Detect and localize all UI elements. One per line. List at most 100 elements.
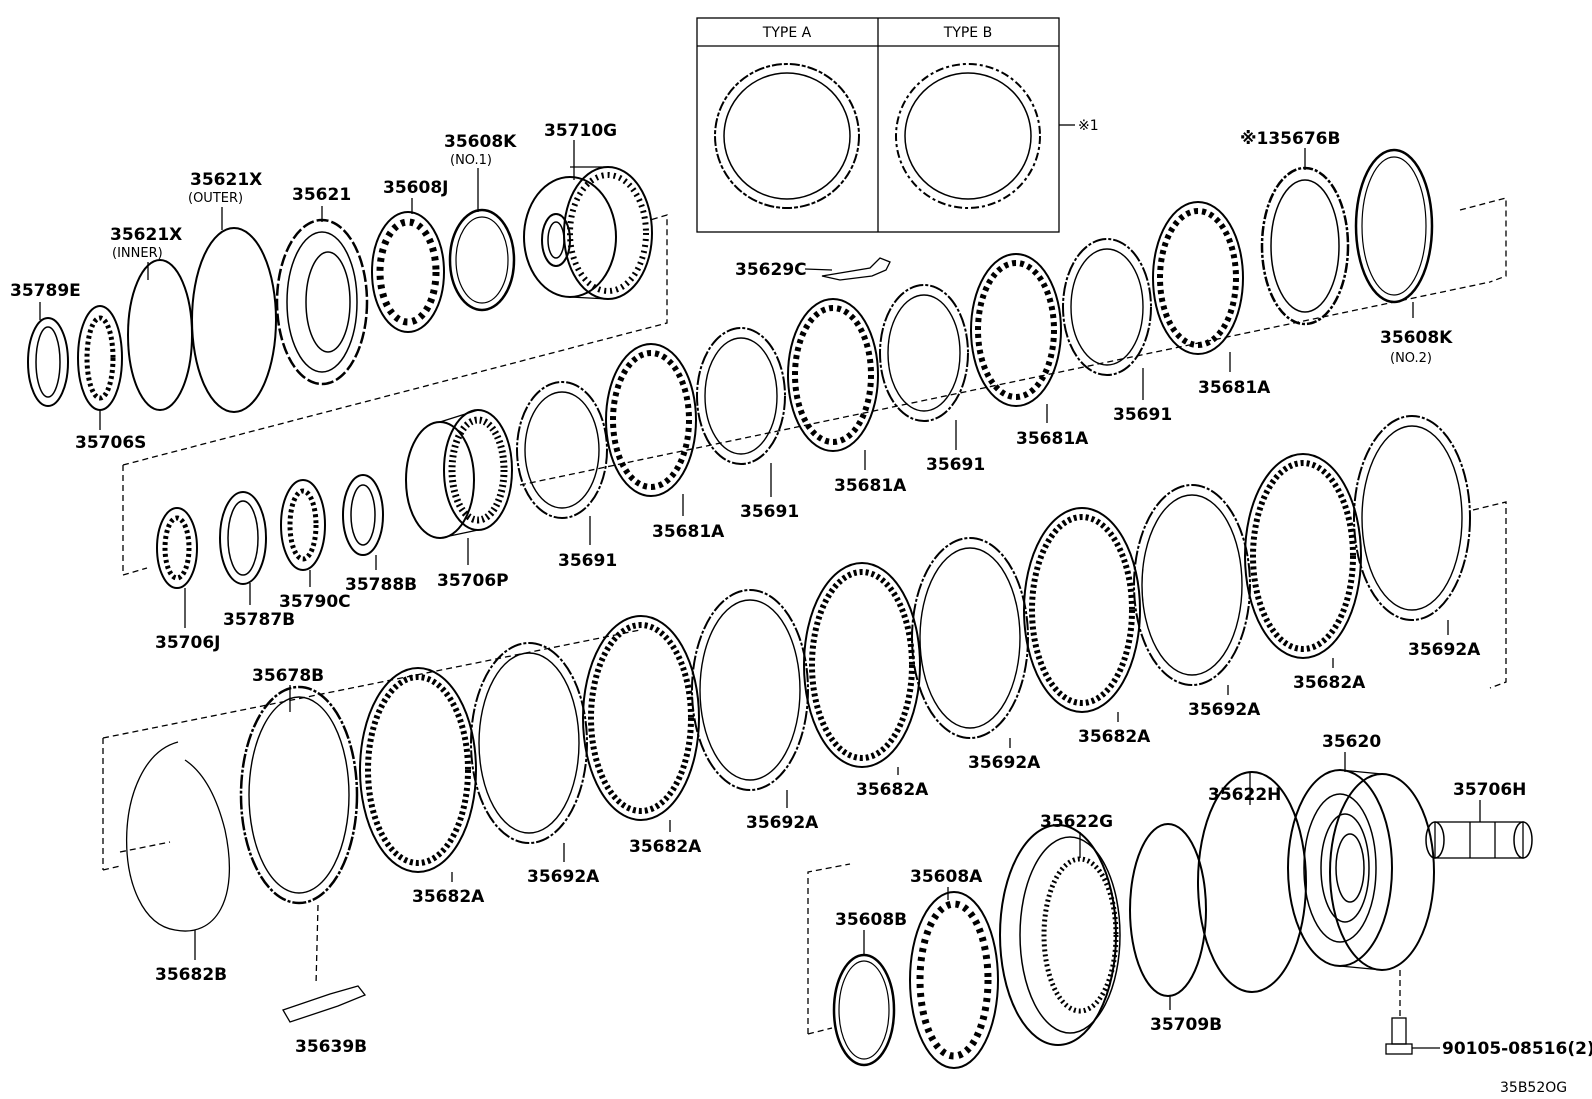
label-35681A-2: 35681A (1016, 429, 1089, 449)
bottom-right-parts (832, 769, 1533, 1069)
part-35790C (280, 479, 326, 571)
type-a-label: TYPE A (762, 25, 812, 41)
part-35620 (1287, 769, 1435, 971)
part-35608J (371, 211, 445, 333)
row-2-parts (156, 201, 1244, 589)
label-35621X-inner-sub: (INNER) (112, 246, 163, 261)
part-35706P (405, 409, 513, 539)
label-35706H: 35706H (1453, 780, 1526, 800)
row-3-parts (119, 415, 1471, 1023)
part-35682A-e (1244, 453, 1362, 659)
part-35691-a (516, 381, 608, 519)
label-35608K-no2: 35608K (1380, 328, 1453, 348)
label-35608A: 35608A (910, 867, 983, 887)
part-35681A-a (605, 343, 697, 497)
part-35682A-a (359, 667, 477, 873)
label-35681A-1: 35681A (1198, 378, 1271, 398)
part-35608K-no2 (1354, 148, 1434, 304)
label-35678B: 35678B (252, 666, 324, 686)
part-35608K-no1 (448, 208, 516, 312)
assembly-guides (102, 197, 1507, 1035)
part-35706H (1425, 821, 1533, 859)
label-35692A-3: 35692A (968, 753, 1041, 773)
leader-lines (39, 140, 1481, 1010)
label-35608K-no2-sub: (NO.2) (1390, 351, 1432, 366)
label-35691-4: 35691 (558, 551, 617, 571)
figure-code: 35B52OG (1500, 1080, 1567, 1096)
part-35692A-c (911, 537, 1029, 739)
label-35692A-4: 35692A (1188, 700, 1261, 720)
label-35691-1: 35691 (1113, 405, 1172, 425)
part-35691-d (1062, 238, 1152, 376)
part-35692A-e (1353, 415, 1471, 621)
part-35692A-d (1133, 484, 1251, 686)
part-35788B (342, 474, 384, 556)
label-35682A-4: 35682A (1078, 727, 1151, 747)
part-90105-bolt (1385, 970, 1440, 1055)
label-35788B: 35788B (345, 575, 417, 595)
label-35622G: 35622G (1040, 812, 1113, 832)
type-b-ring-inner (904, 72, 1032, 200)
type-b-label: TYPE B (943, 25, 992, 41)
label-35620: 35620 (1322, 732, 1381, 752)
label-35608K-no1-sub: (NO.1) (450, 153, 492, 168)
label-35629C: 35629C (735, 260, 807, 280)
part-35629C (821, 257, 891, 281)
label-35691-3: 35691 (740, 502, 799, 522)
label-35787B: 35787B (223, 610, 295, 630)
part-35621 (275, 218, 369, 386)
part-35789E (27, 317, 69, 407)
label-35692A-1: 35692A (527, 867, 600, 887)
part-35608A (909, 891, 999, 1069)
label-35706S: 35706S (75, 433, 146, 453)
part-35692A-a (470, 642, 588, 844)
part-35709B (1129, 823, 1207, 997)
label-35682A-1: 35682A (412, 887, 485, 907)
part-35681A-d (1152, 201, 1244, 355)
part-35691-b (696, 327, 786, 465)
part-35676B (1260, 166, 1350, 326)
part-35681A-c (970, 253, 1062, 407)
label-35621X-inner: 35621X (110, 225, 182, 245)
label-35789E: 35789E (10, 281, 81, 301)
part-35691-c (879, 284, 969, 422)
label-35621X-outer: 35621X (190, 170, 262, 190)
part-35692A-b (691, 589, 809, 791)
label-35608J: 35608J (383, 178, 448, 198)
part-35678B (239, 685, 359, 905)
label-35709B: 35709B (1150, 1015, 1222, 1035)
label-35639B: 35639B (295, 1037, 367, 1057)
part-35621X-outer (191, 227, 277, 413)
part-35710G (523, 166, 653, 300)
label-35682B: 35682B (155, 965, 227, 985)
label-35608K-no1: 35608K (444, 132, 517, 152)
label-35681A-4: 35681A (652, 522, 725, 542)
label-35676B: ※135676B (1240, 129, 1340, 149)
type-a-ring (714, 63, 860, 209)
part-35682B (125, 741, 230, 932)
label-35706J: 35706J (155, 633, 220, 653)
label-35691-2: 35691 (926, 455, 985, 475)
part-labels: 35789E 35706S 35621X (INNER) 35621X (OUT… (10, 121, 1592, 1096)
part-35682A-c (803, 562, 921, 768)
label-35682A-3: 35682A (856, 780, 929, 800)
label-35682A-2: 35682A (629, 837, 702, 857)
type-box: TYPE A TYPE B ※1 (696, 17, 1099, 233)
part-35622H (1197, 771, 1307, 993)
label-35682A-5: 35682A (1293, 673, 1366, 693)
part-35787B (219, 491, 267, 585)
part-35622G (999, 824, 1121, 1046)
part-35682A-b (582, 615, 700, 821)
part-35639B (282, 985, 367, 1023)
label-35622H: 35622H (1208, 785, 1281, 805)
label-35621: 35621 (292, 185, 351, 205)
label-90105-08516: 90105-08516(2) (1442, 1039, 1592, 1059)
part-35682A-d (1023, 507, 1141, 713)
type-a-ring-inner (723, 72, 851, 200)
part-35621X-inner (127, 259, 193, 411)
label-35692A-5: 35692A (1408, 640, 1481, 660)
type-b-ring (895, 63, 1041, 209)
label-35790C: 35790C (279, 592, 351, 612)
label-35621X-outer-sub: (OUTER) (188, 191, 243, 206)
